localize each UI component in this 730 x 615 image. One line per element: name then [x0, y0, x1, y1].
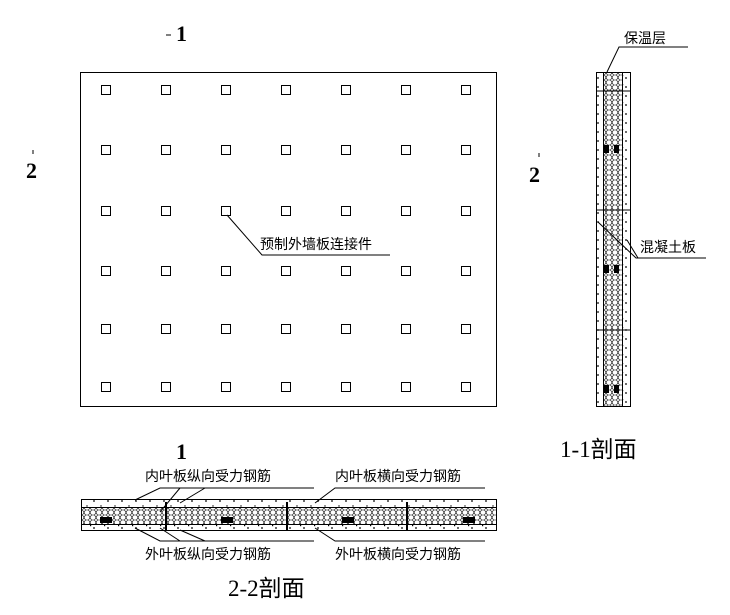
- outer-longitudinal-rebar-label: 外叶板纵向受力钢筋: [145, 546, 271, 563]
- outer-longitudinal-leader-3: [179, 529, 206, 542]
- section-1-1-title: 1-1剖面: [560, 437, 637, 462]
- connector-square: [161, 324, 171, 334]
- inner-longitudinal-leader: [134, 487, 314, 501]
- connector-square: [161, 206, 171, 216]
- connector-square: [281, 85, 291, 95]
- connector-square: [281, 266, 291, 276]
- connector-square: [221, 85, 231, 95]
- section-1-1-drawing: [596, 72, 631, 407]
- connector-square: [221, 145, 231, 155]
- connector-square: [341, 324, 351, 334]
- concrete-panel-label: 混凝土板: [640, 240, 696, 256]
- concrete-leader-2: [626, 239, 639, 259]
- wall-panel-elevation: [80, 72, 497, 407]
- connector-square: [461, 324, 471, 334]
- section-2-2-drawing: [81, 499, 497, 531]
- connector-square: [401, 382, 411, 392]
- connector-square: [341, 266, 351, 276]
- section-1-top-marker: 1: [176, 21, 187, 46]
- connector-grid: [101, 85, 471, 392]
- connector-square: [161, 85, 171, 95]
- concrete-leader: [597, 221, 706, 259]
- connector-square: [341, 85, 351, 95]
- connector-square: [101, 206, 111, 216]
- connector-square: [161, 266, 171, 276]
- connector-square: [341, 382, 351, 392]
- connector-square: [161, 382, 171, 392]
- connector-square: [401, 206, 411, 216]
- connector-square: [461, 382, 471, 392]
- connector-square: [101, 382, 111, 392]
- connector-square: [461, 145, 471, 155]
- inner-longitudinal-rebar-label: 内叶板纵向受力钢筋: [145, 468, 271, 485]
- connector-label: 预制外墙板连接件: [260, 236, 372, 253]
- connector-square: [101, 266, 111, 276]
- connector-square: [341, 145, 351, 155]
- connector-square: [401, 145, 411, 155]
- connector-square: [101, 324, 111, 334]
- inner-longitudinal-leader-2: [159, 487, 181, 513]
- section-2-2-title: 2-2剖面: [228, 576, 305, 601]
- inner-longitudinal-leader-3: [179, 487, 206, 504]
- outer-longitudinal-leader: [134, 527, 314, 542]
- outer-transverse-leader: [314, 527, 485, 542]
- inner-transverse-leader: [314, 487, 485, 504]
- outer-longitudinal-leader-2: [159, 527, 181, 542]
- connector-square: [461, 266, 471, 276]
- section-2-right-marker: 2: [529, 162, 540, 187]
- connector-square: [461, 85, 471, 95]
- section-2-left-marker: 2: [26, 158, 37, 183]
- connector-square: [281, 382, 291, 392]
- connector-square: [461, 206, 471, 216]
- connector-square: [281, 145, 291, 155]
- connector-square: [341, 206, 351, 216]
- connector-square: [221, 266, 231, 276]
- connector-square: [101, 85, 111, 95]
- connector-square: [221, 382, 231, 392]
- connector-square: [161, 145, 171, 155]
- connector-square: [401, 324, 411, 334]
- connector-square: [281, 206, 291, 216]
- insulation-leader: [606, 46, 688, 73]
- insulation-layer-label: 保温层: [624, 31, 666, 47]
- section-1-bottom-marker: 1: [176, 439, 187, 464]
- connector-leader: [226, 214, 390, 256]
- outer-transverse-rebar-label: 外叶板横向受力钢筋: [335, 546, 461, 563]
- connector-square: [401, 85, 411, 95]
- connector-square: [221, 324, 231, 334]
- connector-square: [281, 324, 291, 334]
- connector-square: [101, 145, 111, 155]
- connector-square: [221, 206, 231, 216]
- inner-transverse-rebar-label: 内叶板横向受力钢筋: [335, 468, 461, 485]
- connector-square: [401, 266, 411, 276]
